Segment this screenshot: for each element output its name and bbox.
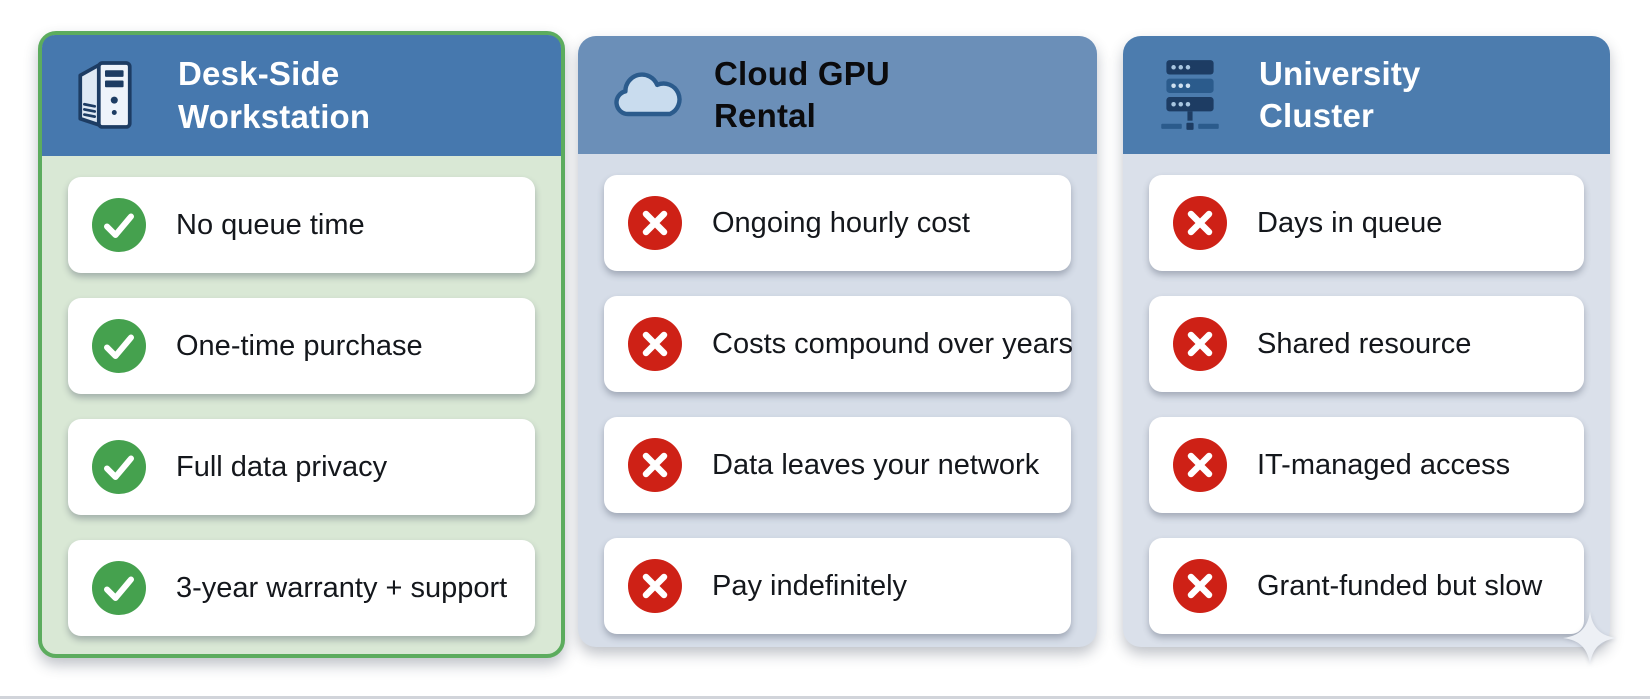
check-icon <box>92 440 146 494</box>
screenshot-bottom-edge <box>0 696 1650 699</box>
card-desk-side-workstation: Desk-Side Workstation No queue time One-… <box>38 31 565 658</box>
feature-text: Full data privacy <box>176 450 388 483</box>
card-title: Desk-Side Workstation <box>178 53 370 137</box>
card-cloud-gpu-rental: Cloud GPU Rental Ongoing hourly cost Cos… <box>578 36 1097 647</box>
feature-text: Days in queue <box>1257 206 1443 239</box>
feature-text: Costs compound over years <box>712 327 1074 360</box>
feature-text: Grant-funded but slow <box>1257 569 1543 602</box>
check-icon <box>92 561 146 615</box>
feature-item: No queue time <box>68 177 535 273</box>
card-title-line2: Cluster <box>1259 97 1375 134</box>
feature-item: One-time purchase <box>68 298 535 394</box>
feature-item: Ongoing hourly cost <box>604 175 1071 271</box>
feature-item: 3-year warranty + support <box>68 540 535 636</box>
feature-text: One-time purchase <box>176 329 423 362</box>
sparkle-icon <box>1561 609 1619 667</box>
cross-icon <box>1173 559 1227 613</box>
cloud-icon <box>608 66 714 124</box>
workstation-icon <box>72 56 178 136</box>
cross-icon <box>628 438 682 492</box>
cross-icon <box>1173 317 1227 371</box>
feature-text: Ongoing hourly cost <box>712 206 970 239</box>
cross-icon <box>628 559 682 613</box>
card-header: Desk-Side Workstation <box>42 35 561 156</box>
check-icon <box>92 319 146 373</box>
cross-icon <box>628 317 682 371</box>
card-title: Cloud GPU Rental <box>714 53 890 137</box>
cross-icon <box>628 196 682 250</box>
feature-text: 3-year warranty + support <box>176 571 508 604</box>
card-title-line1: University <box>1259 54 1421 92</box>
card-title-line2: Workstation <box>178 97 371 135</box>
feature-item: IT-managed access <box>1149 417 1584 513</box>
check-icon <box>92 198 146 252</box>
feature-item: Shared resource <box>1149 296 1584 392</box>
cross-icon <box>1173 438 1227 492</box>
feature-text: Pay indefinitely <box>712 569 908 602</box>
feature-item: Pay indefinitely <box>604 538 1071 634</box>
feature-item: Days in queue <box>1149 175 1584 271</box>
feature-list: No queue time One-time purchase Full dat… <box>42 156 561 636</box>
server-rack-icon <box>1153 56 1259 134</box>
card-title-line1: Desk-Side <box>178 55 340 93</box>
feature-item: Grant-funded but slow <box>1149 538 1584 634</box>
feature-item: Costs compound over years <box>604 296 1074 392</box>
feature-list: Days in queue Shared resource IT-managed… <box>1123 154 1610 634</box>
feature-item: Full data privacy <box>68 419 535 515</box>
card-header: University Cluster <box>1123 36 1610 154</box>
card-header: Cloud GPU Rental <box>578 36 1097 154</box>
card-title: University Cluster <box>1259 53 1421 137</box>
feature-text: Shared resource <box>1257 327 1472 360</box>
card-university-cluster: University Cluster Days in queue Shared … <box>1123 36 1610 647</box>
feature-item: Data leaves your network <box>604 417 1071 513</box>
cross-icon <box>1173 196 1227 250</box>
card-title-line2: Rental <box>714 97 817 134</box>
feature-text: No queue time <box>176 208 365 241</box>
feature-text: Data leaves your network <box>712 448 1040 481</box>
card-title-line1: Cloud GPU <box>714 54 890 92</box>
feature-text: IT-managed access <box>1257 448 1511 481</box>
feature-list: Ongoing hourly cost Costs compound over … <box>578 154 1097 634</box>
